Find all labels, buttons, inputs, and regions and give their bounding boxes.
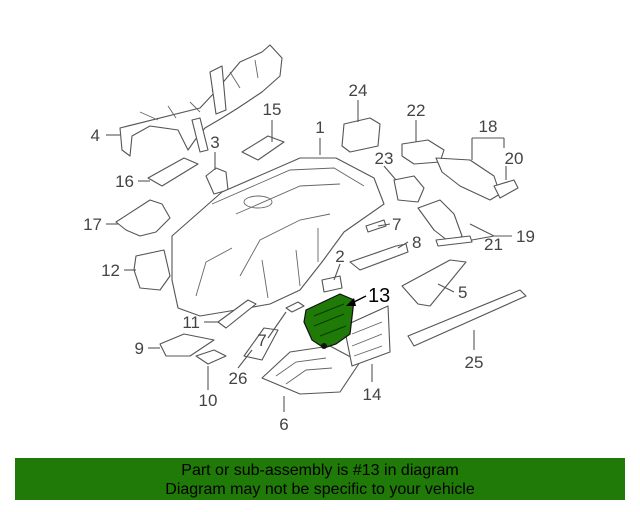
part-16 [147,157,199,187]
callout-3: 3 [210,133,219,152]
part-25 [407,289,527,347]
callout-7-upper: 7 [392,215,401,234]
callout-7-lower: 7 [257,331,266,350]
part-24 [341,117,381,153]
banner-part-line: Part or sub-assembly is #13 in diagram [181,462,459,479]
part-6-console [261,345,361,395]
callout-11: 11 [182,313,200,332]
part-17 [115,199,171,237]
part-20 [493,179,519,199]
part-2 [321,275,343,293]
part-9 [159,333,215,357]
part-13-highlighted [303,293,355,349]
part-11 [217,299,257,329]
banner-disclaimer-line: Diagram may not be specific to your vehi… [165,481,475,498]
callout-8: 8 [412,233,421,252]
part-7-upper [365,219,387,233]
part-8 [349,243,409,271]
part-10 [195,349,227,365]
info-banner: Part or sub-assembly is #13 in diagram D… [15,458,625,500]
part-19 [417,199,463,245]
callout-12: 12 [101,261,120,280]
callout-4: 4 [91,126,100,145]
part-21 [435,235,473,247]
part-3 [205,167,229,195]
callout-25: 25 [465,353,484,372]
callout-2: 2 [335,247,344,266]
part-1-instrument-panel [171,157,385,317]
part-15 [241,135,285,161]
callout-6: 6 [279,415,288,434]
callout-10: 10 [199,391,218,410]
callout-26: 26 [229,369,248,388]
callout-23: 23 [375,149,394,168]
callout-14: 14 [363,385,382,404]
callout-19: 19 [516,227,535,246]
callout-22: 22 [407,101,426,120]
parts-diagram: 4 1 15 3 16 17 12 24 22 18 20 23 19 21 7… [83,44,535,434]
callout-17: 17 [83,215,102,234]
part-23 [393,175,425,203]
callout-15: 15 [263,100,282,119]
part-14 [343,305,391,367]
part-18 [435,157,501,201]
part-5 [401,259,467,307]
callout-5: 5 [458,283,467,302]
part-7-lower [285,301,305,313]
callout-24: 24 [349,81,368,100]
callout-20: 20 [505,149,524,168]
part-12 [133,249,171,291]
callout-13: 13 [368,285,390,307]
callout-1: 1 [315,118,324,137]
callout-9: 9 [135,339,144,358]
callout-16: 16 [115,172,134,191]
part-4-crossmember [119,44,283,157]
callout-18: 18 [479,117,498,136]
callout-21: 21 [484,235,503,254]
